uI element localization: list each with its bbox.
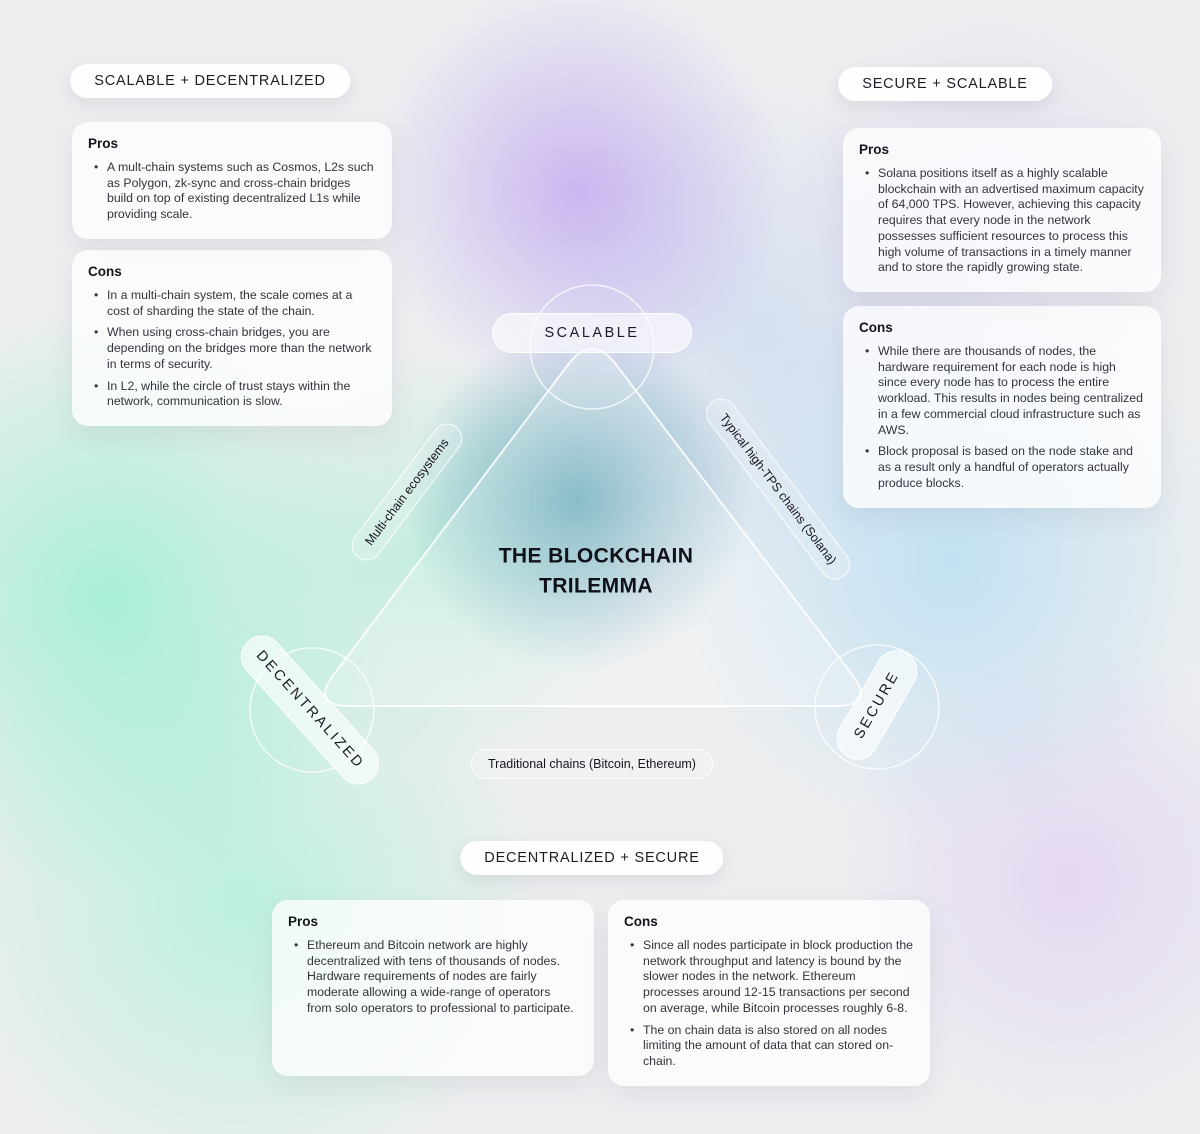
cons-title: Cons xyxy=(88,264,122,279)
edge-label-multi-chain-ecosystems: Multi-chain ecosystems xyxy=(345,417,469,567)
pros-list: A mult-chain systems such as Cosmos, L2s… xyxy=(88,160,376,223)
pros-title: Pros xyxy=(859,142,890,157)
cons-item: While there are thousands of nodes, the … xyxy=(865,344,1145,438)
heading-secure-scalable: SECURE + SCALABLE xyxy=(838,67,1052,101)
cons-list: Since all nodes participate in block pro… xyxy=(624,938,914,1070)
pros-item: Ethereum and Bitcoin network are highly … xyxy=(294,938,578,1017)
cons-item: In L2, while the circle of trust stays w… xyxy=(94,379,376,410)
diagram-title-line2: TRILEMMA xyxy=(538,575,653,598)
cons-item: Since all nodes participate in block pro… xyxy=(630,938,914,1017)
cons-item: When using cross-chain bridges, you are … xyxy=(94,325,376,372)
cons-card-scalable-decentralized: Cons In a multi-chain system, the scale … xyxy=(72,250,392,427)
pros-card-scalable-decentralized: Pros A mult-chain systems such as Cosmos… xyxy=(72,122,392,239)
heading-scalable-decentralized: SCALABLE + DECENTRALIZED xyxy=(70,64,350,98)
cons-card-decentralized-secure: Cons Since all nodes participate in bloc… xyxy=(608,900,930,1086)
cons-list: While there are thousands of nodes, the … xyxy=(859,344,1145,492)
cons-title: Cons xyxy=(624,914,658,929)
cons-list: In a multi-chain system, the scale comes… xyxy=(88,288,376,410)
edge-label-high-tps-chains: Typical high-TPS chains (Solana) xyxy=(700,392,856,586)
cons-item: Block proposal is based on the node stak… xyxy=(865,444,1145,491)
cons-item: The on chain data is also stored on all … xyxy=(630,1023,914,1070)
cons-card-secure-scalable: Cons While there are thousands of nodes,… xyxy=(843,306,1161,508)
edge-label-traditional-chains: Traditional chains (Bitcoin, Ethereum) xyxy=(471,749,713,779)
pros-list: Ethereum and Bitcoin network are highly … xyxy=(288,938,578,1017)
pros-item: A mult-chain systems such as Cosmos, L2s… xyxy=(94,160,376,223)
pros-item: Solana positions itself as a highly scal… xyxy=(865,166,1145,276)
cons-item: In a multi-chain system, the scale comes… xyxy=(94,288,376,319)
vertex-label-scalable: SCALABLE xyxy=(492,313,692,353)
pros-title: Pros xyxy=(88,136,119,151)
triangle-outline xyxy=(324,348,862,707)
diagram-title: THE BLOCKCHAIN TRILEMMA xyxy=(499,542,694,603)
diagram-title-line1: THE BLOCKCHAIN xyxy=(498,544,694,568)
pros-card-secure-scalable: Pros Solana positions itself as a highly… xyxy=(843,128,1161,293)
cons-title: Cons xyxy=(859,320,893,335)
pros-list: Solana positions itself as a highly scal… xyxy=(859,166,1145,276)
heading-decentralized-secure: DECENTRALIZED + SECURE xyxy=(460,841,724,875)
vertex-label-secure: SECURE xyxy=(828,642,926,768)
pros-title: Pros xyxy=(288,914,319,929)
pros-card-decentralized-secure: Pros Ethereum and Bitcoin network are hi… xyxy=(272,900,594,1076)
vertex-label-decentralized: DECENTRALIZED xyxy=(232,626,388,794)
